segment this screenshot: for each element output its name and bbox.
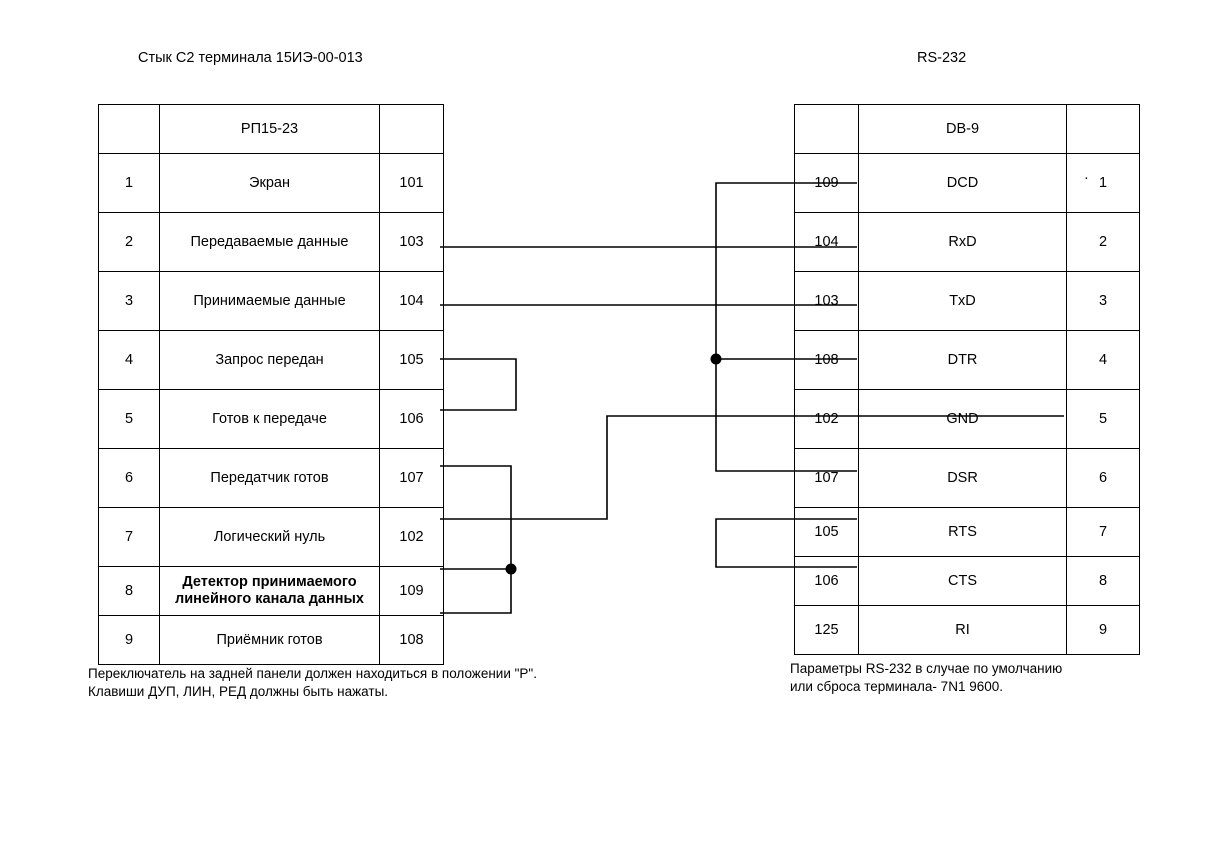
table-row: 106 CTS 8 — [794, 556, 1140, 606]
left-name: Приёмник готов — [159, 615, 380, 665]
right-pin: 6 — [1066, 448, 1140, 508]
table-row: 3 Принимаемые данные 104 — [98, 271, 444, 331]
right-pin: 8 — [1066, 556, 1140, 606]
left-pin: 7 — [98, 507, 160, 567]
right-code: 102 — [794, 389, 859, 449]
right-table-title: RS-232 — [917, 50, 967, 66]
right-pin: 5 — [1066, 389, 1140, 449]
left-note: Переключатель на задней панели должен на… — [88, 666, 537, 700]
left-pin: 9 — [98, 615, 160, 665]
right-name: DSR — [858, 448, 1067, 508]
left-code: 102 — [379, 507, 444, 567]
left-name: Передатчик готов — [159, 448, 380, 508]
right-name: RTS — [858, 507, 1067, 557]
right-code: 107 — [794, 448, 859, 508]
left-code: 108 — [379, 615, 444, 665]
right-name: DTR — [858, 330, 1067, 390]
right-name: CTS — [858, 556, 1067, 606]
table-row: 4 Запрос передан 105 — [98, 330, 444, 390]
right-header-pin-cell — [1066, 104, 1140, 154]
right-connector-table: DB-9 109 DCD 1 104 RxD 2 103 TxD 3 108 D… — [794, 104, 1140, 655]
table-row: 2 Передаваемые данные 103 — [98, 212, 444, 272]
right-pin: 3 — [1066, 271, 1140, 331]
left-pin: 1 — [98, 153, 160, 213]
right-note: Параметры RS-232 в случае по умолчанию и… — [790, 661, 1063, 695]
left-pin: 4 — [98, 330, 160, 390]
table-row: 8 Детектор принимаемого линейного канала… — [98, 566, 444, 616]
table-row: 7 Логический нуль 102 — [98, 507, 444, 567]
table-row: 102 GND 5 — [794, 389, 1140, 449]
left-table-header-row: РП15-23 — [98, 104, 444, 154]
left-name: Экран — [159, 153, 380, 213]
table-row: 109 DCD 1 — [794, 153, 1140, 213]
right-name: RI — [858, 605, 1067, 655]
left-header-name-cell: РП15-23 — [159, 104, 380, 154]
right-pin: 9 — [1066, 605, 1140, 655]
left-code: 106 — [379, 389, 444, 449]
left-code: 107 — [379, 448, 444, 508]
left-code: 101 — [379, 153, 444, 213]
left-pin: 6 — [98, 448, 160, 508]
wire-left105-106-loopback — [440, 358, 517, 411]
right-pin: 2 — [1066, 212, 1140, 272]
right-table-header-row: DB-9 — [794, 104, 1140, 154]
table-row: 107 DSR 6 — [794, 448, 1140, 508]
table-row: 6 Передатчик готов 107 — [98, 448, 444, 508]
left-code: 104 — [379, 271, 444, 331]
right-code: 108 — [794, 330, 859, 390]
table-row: 5 Готов к передаче 106 — [98, 389, 444, 449]
right-pin: 1 — [1066, 153, 1140, 213]
table-row: 9 Приёмник готов 108 — [98, 615, 444, 665]
table-row: 1 Экран 101 — [98, 153, 444, 213]
right-pin: 4 — [1066, 330, 1140, 390]
table-row: 105 RTS 7 — [794, 507, 1140, 557]
table-row: 125 RI 9 — [794, 605, 1140, 655]
right-name: TxD — [858, 271, 1067, 331]
stray-dot-mark: · — [1084, 170, 1089, 186]
left-header-code-cell — [379, 104, 444, 154]
wire-left107-to-junction — [440, 465, 512, 569]
table-row: 104 RxD 2 — [794, 212, 1140, 272]
left-name: Готов к передаче — [159, 389, 380, 449]
left-name: Детектор принимаемого линейного канала д… — [159, 566, 380, 616]
left-pin: 5 — [98, 389, 160, 449]
right-code: 109 — [794, 153, 859, 213]
left-name: Принимаемые данные — [159, 271, 380, 331]
right-name: DCD — [858, 153, 1067, 213]
left-pin: 3 — [98, 271, 160, 331]
left-name: Передаваемые данные — [159, 212, 380, 272]
left-pin: 2 — [98, 212, 160, 272]
right-code: 103 — [794, 271, 859, 331]
right-code: 125 — [794, 605, 859, 655]
right-code: 105 — [794, 507, 859, 557]
right-header-code-cell — [794, 104, 859, 154]
junction-dot-left-109 — [505, 563, 517, 575]
junction-dot-right-trunk — [710, 353, 722, 365]
right-code: 104 — [794, 212, 859, 272]
left-code: 105 — [379, 330, 444, 390]
right-code: 106 — [794, 556, 859, 606]
left-name: Запрос передан — [159, 330, 380, 390]
right-header-name-cell: DB-9 — [858, 104, 1067, 154]
right-pin: 7 — [1066, 507, 1140, 557]
wire-left108-to-junction — [440, 569, 512, 614]
table-row: 108 DTR 4 — [794, 330, 1140, 390]
left-connector-table: РП15-23 1 Экран 101 2 Передаваемые данны… — [98, 104, 444, 665]
left-pin: 8 — [98, 566, 160, 616]
right-name: RxD — [858, 212, 1067, 272]
table-row: 103 TxD 3 — [794, 271, 1140, 331]
left-code: 103 — [379, 212, 444, 272]
right-name: GND — [858, 389, 1067, 449]
left-header-pin-cell — [98, 104, 160, 154]
left-table-title: Стык С2 терминала 15ИЭ-00-013 — [138, 50, 363, 66]
left-code: 109 — [379, 566, 444, 616]
left-name: Логический нуль — [159, 507, 380, 567]
